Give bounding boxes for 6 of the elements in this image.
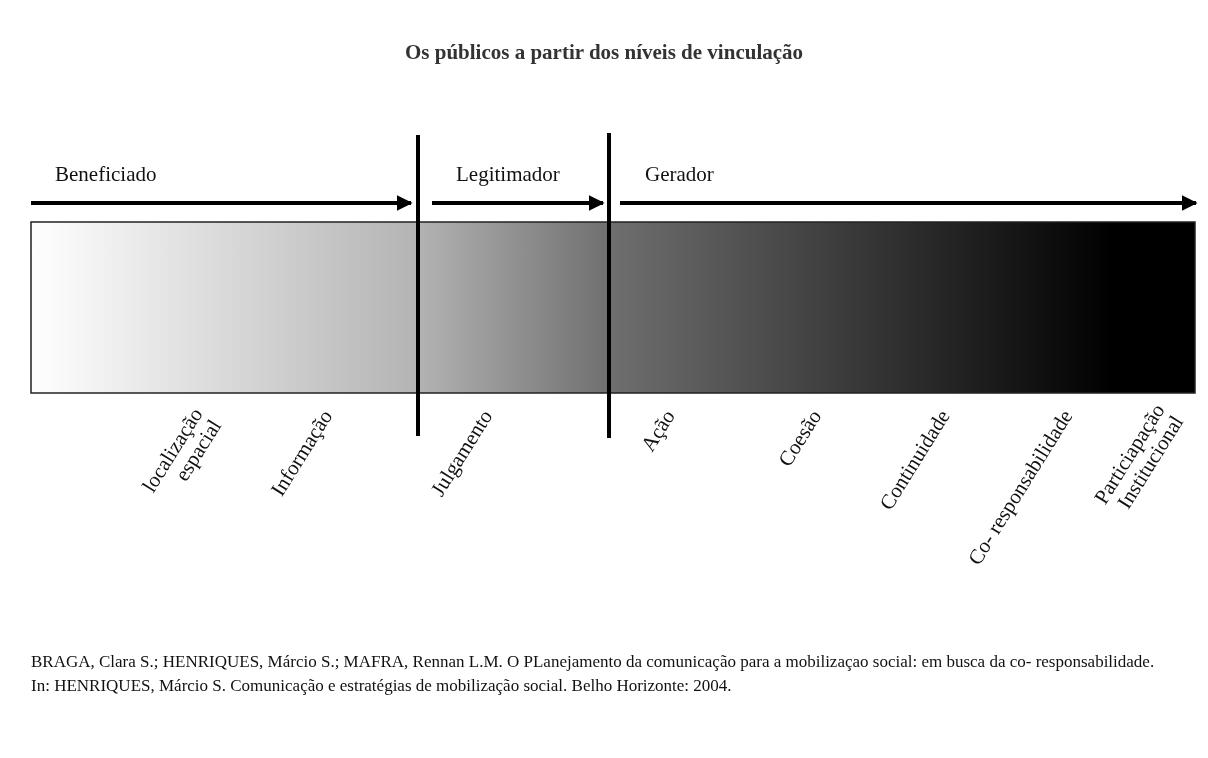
title: Os públicos a partir dos níveis de vinculação <box>403 40 805 65</box>
citation-text: BRAGA, Clara S.; HENRIQUES, Márcio S.; MAFRA, Rennan L.M. O PLanejamento da comunicação para a mobilizaçao social: em busca da co- responsabilidade. In: HENRIQUES, Márcio S. Comunicação e estratégias de mobilização social. Belho Horizonte: 2004. <box>31 651 1156 697</box>
gradient-bar <box>30 221 1196 394</box>
section-label: Beneficiado <box>55 162 157 187</box>
section-label: Legitimador <box>456 162 560 187</box>
section-label: Gerador <box>645 162 714 187</box>
